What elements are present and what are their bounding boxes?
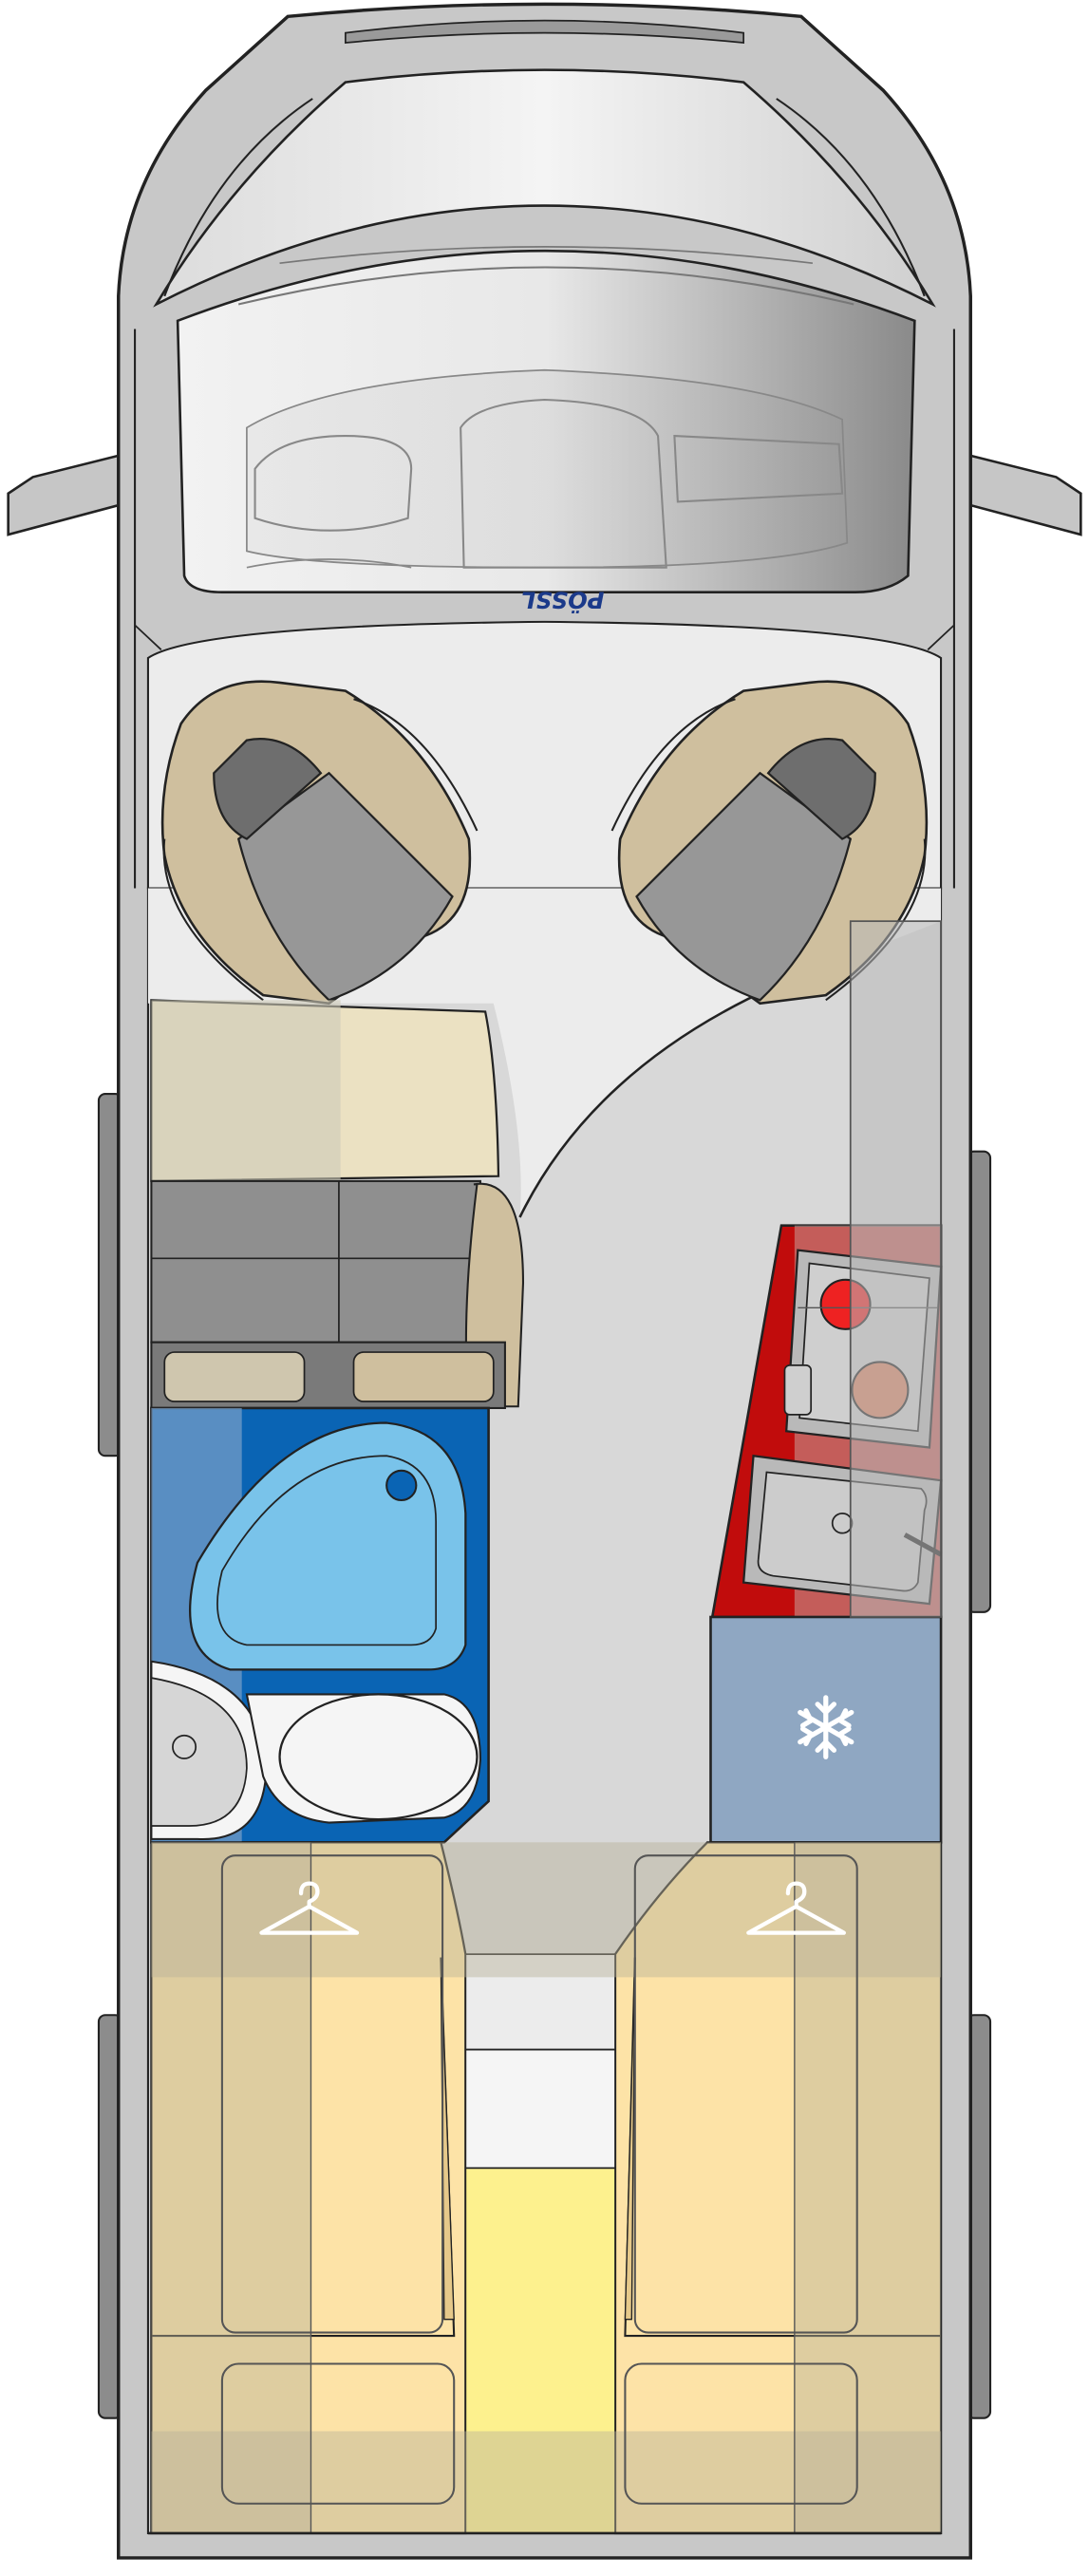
hood <box>153 19 936 308</box>
dashboard <box>246 368 849 569</box>
driver-seat <box>160 680 479 1006</box>
upper-cabinet-right <box>849 920 942 1618</box>
right-mirror <box>956 450 1082 536</box>
brand-logo-text: PÖSSL <box>521 587 605 615</box>
dinette-bench <box>150 999 525 1410</box>
bathroom <box>150 1406 490 1844</box>
hanger-icon <box>746 1881 847 1935</box>
cab-doors <box>134 329 955 889</box>
hanger-icon <box>259 1881 360 1935</box>
overhead-cabinets-rear <box>151 1842 942 2533</box>
rear-beds <box>150 1841 943 2535</box>
brand-logo: PÖSSL <box>521 587 605 615</box>
fridge <box>709 1615 943 1844</box>
left-mirror <box>7 450 133 536</box>
snowflake-icon <box>798 1695 854 1759</box>
wheels <box>97 1093 992 2419</box>
